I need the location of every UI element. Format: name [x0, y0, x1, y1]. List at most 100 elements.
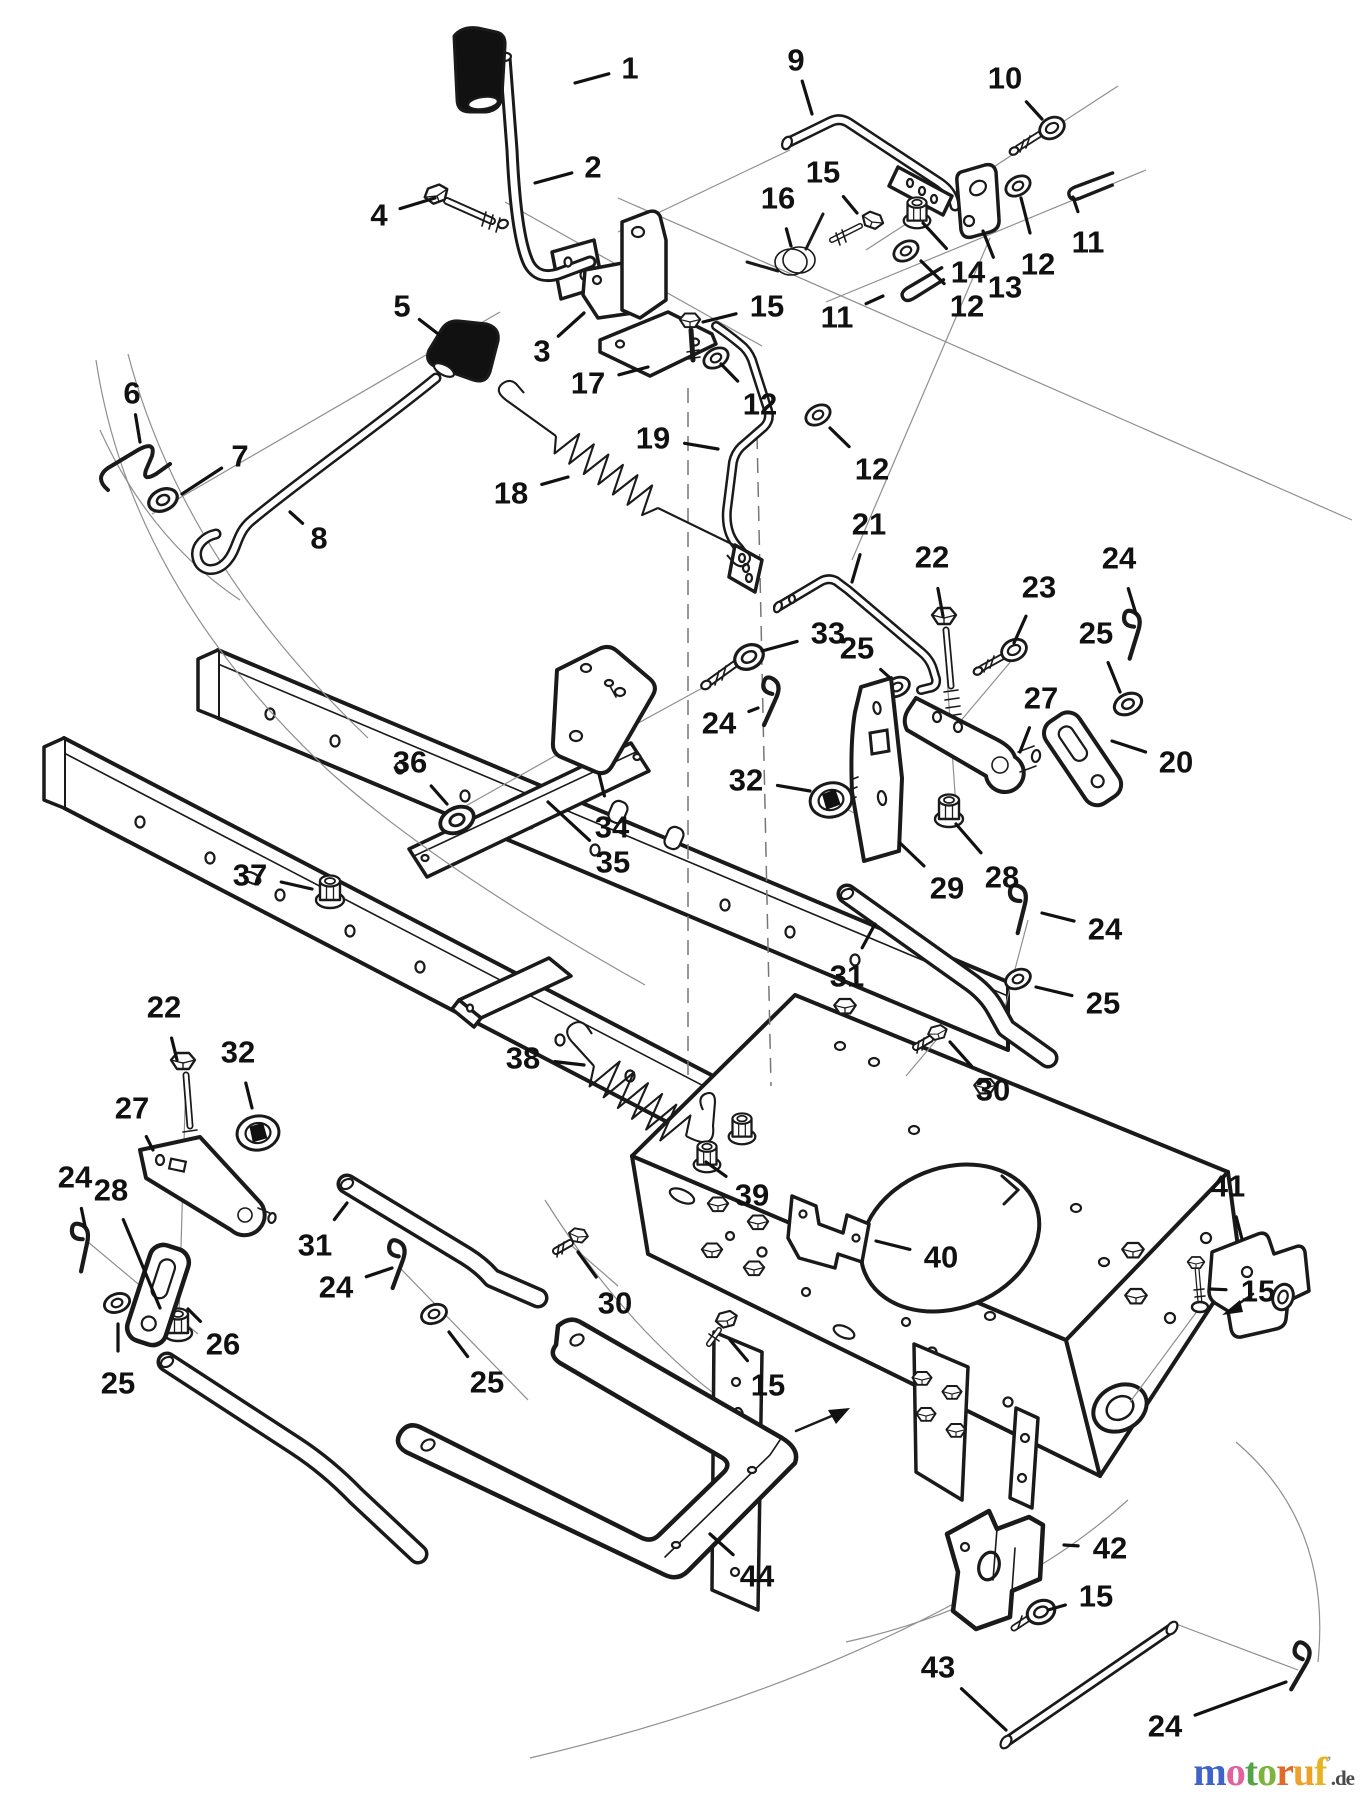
callout-15: 15 — [1046, 1579, 1113, 1614]
svg-text:25: 25 — [470, 1365, 504, 1400]
fitting-30 — [552, 1226, 590, 1258]
callout-18: 18 — [494, 475, 570, 511]
bracket-17 — [598, 209, 718, 378]
callout-12: 12 — [719, 362, 777, 422]
svg-text:19: 19 — [636, 421, 670, 456]
grip-1 — [452, 26, 507, 114]
callout-24: 24 — [1148, 1680, 1288, 1744]
callout-24: 24 — [319, 1266, 394, 1305]
callout-26: 26 — [186, 1307, 240, 1362]
svg-text:24: 24 — [1088, 912, 1123, 947]
callout-25: 25 — [447, 1330, 504, 1400]
hitch-tube — [450, 956, 573, 1029]
spring-coils — [553, 432, 692, 1142]
svg-text:8: 8 — [310, 521, 327, 556]
callout-22: 22 — [147, 990, 181, 1062]
flange-nut-14 — [902, 196, 932, 230]
callout-12: 12 — [919, 259, 984, 324]
svg-text:17: 17 — [571, 366, 605, 401]
svg-text:24: 24 — [702, 706, 737, 741]
callout-41: 41 — [1211, 1169, 1245, 1241]
hook-pin-24 — [377, 1239, 408, 1288]
callout-3: 3 — [533, 311, 586, 369]
svg-text:13: 13 — [988, 270, 1022, 305]
svg-text:21: 21 — [852, 507, 886, 542]
svg-text:40: 40 — [924, 1240, 958, 1275]
callout-32: 32 — [729, 763, 812, 798]
svg-text:34: 34 — [595, 810, 630, 845]
svg-text:22: 22 — [147, 990, 181, 1025]
washer-12 — [888, 235, 924, 267]
washer-25 — [1109, 687, 1147, 721]
bushing-32 — [805, 777, 857, 823]
callout-24: 24 — [1040, 911, 1123, 947]
svg-text:41: 41 — [1211, 1169, 1245, 1204]
callout-1: 1 — [573, 51, 639, 86]
callout-27: 27 — [115, 1091, 155, 1152]
svg-text:29: 29 — [930, 871, 964, 906]
callout-16: 16 — [761, 181, 795, 248]
callout-40: 40 — [874, 1239, 958, 1275]
fitting-30 — [912, 1022, 950, 1054]
washer-7 — [143, 482, 183, 518]
bracket-27 — [138, 1135, 277, 1238]
lift-arm-31 — [836, 883, 1059, 1069]
callout-43: 43 — [921, 1650, 1008, 1732]
svg-text:3: 3 — [533, 334, 550, 369]
lift-arm-31 — [336, 1173, 549, 1309]
bolt-22 — [169, 1051, 200, 1149]
svg-text:11: 11 — [1072, 225, 1105, 260]
svg-text:24: 24 — [58, 1160, 93, 1195]
svg-text:23: 23 — [1022, 570, 1056, 605]
callout-30: 30 — [948, 1040, 1010, 1108]
plate-29 — [849, 676, 904, 863]
svg-text:2: 2 — [584, 150, 601, 185]
bushing-32 — [233, 1111, 283, 1155]
callout-6: 6 — [123, 376, 142, 444]
rod-9 — [780, 114, 961, 217]
svg-text:26: 26 — [206, 1327, 240, 1362]
logo-letter: u — [1292, 1749, 1315, 1794]
callout-42: 42 — [1062, 1531, 1127, 1566]
washer-25 — [417, 1299, 451, 1329]
callout-36: 36 — [393, 745, 449, 806]
callout-11: 11 — [1071, 195, 1105, 260]
callout-20: 20 — [1110, 739, 1193, 780]
clamp-bracket — [786, 1194, 871, 1270]
svg-text:39: 39 — [735, 1178, 769, 1213]
motoruf-logo: motoruf’.de — [1193, 1749, 1355, 1794]
svg-text:30: 30 — [976, 1073, 1010, 1108]
lift-lever — [452, 26, 605, 301]
svg-text:7: 7 — [231, 439, 248, 474]
svg-text:15: 15 — [751, 1368, 785, 1403]
callout-15: 15 — [728, 1338, 785, 1403]
washer-12 — [1000, 170, 1036, 202]
rod-21 — [772, 574, 942, 695]
svg-text:25: 25 — [1079, 616, 1113, 651]
svg-text:18: 18 — [494, 476, 528, 511]
svg-text:1: 1 — [621, 51, 638, 86]
svg-text:25: 25 — [101, 1366, 135, 1401]
callout-35: 35 — [546, 800, 630, 880]
svg-text:9: 9 — [787, 43, 804, 78]
callout-32: 32 — [221, 1035, 255, 1110]
callout-33: 33 — [760, 616, 845, 653]
svg-text:14: 14 — [951, 255, 986, 290]
callout-25: 25 — [840, 631, 891, 679]
callout-13: 13 — [981, 229, 1022, 305]
callout-14: 14 — [921, 221, 986, 290]
callout-22: 22 — [915, 540, 949, 618]
callout-8: 8 — [288, 510, 328, 556]
logo-letter: r — [1276, 1749, 1294, 1794]
screw-10 — [1008, 111, 1070, 156]
svg-text:27: 27 — [1024, 681, 1058, 716]
callout-31: 31 — [298, 1201, 349, 1263]
callout-7: 7 — [180, 439, 249, 496]
link-plate-20 — [1042, 710, 1124, 808]
clutch-rod — [191, 319, 500, 575]
screw-23 — [972, 633, 1032, 676]
svg-text:27: 27 — [115, 1091, 149, 1126]
callout-23: 23 — [1012, 570, 1056, 645]
callout-37: 37 — [233, 858, 314, 893]
